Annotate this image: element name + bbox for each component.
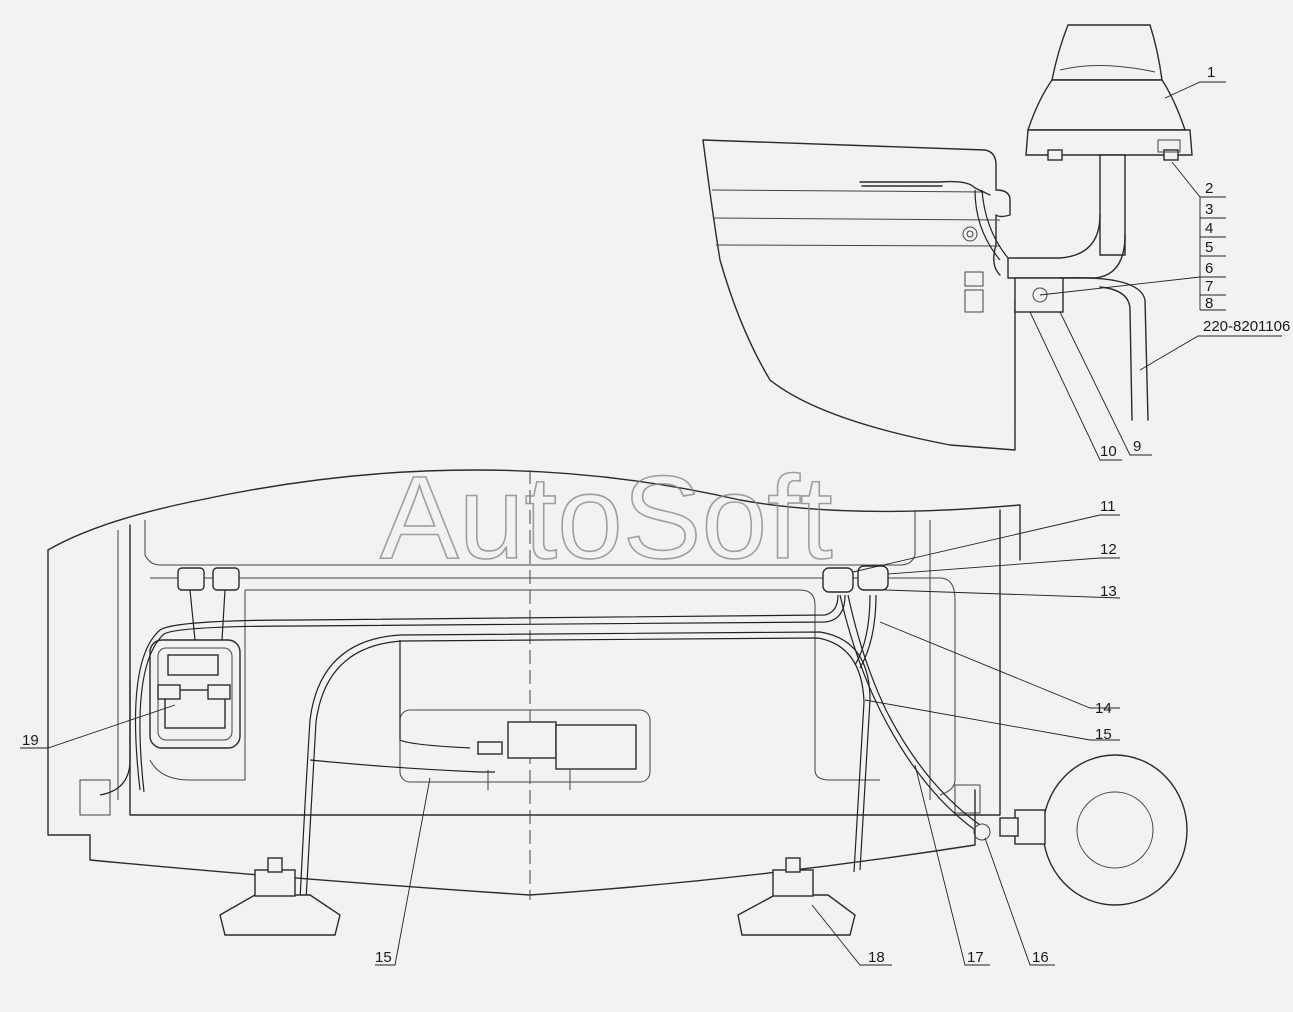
callout-3: 3 <box>1205 201 1213 218</box>
beacon-lamp <box>1007 24 1193 421</box>
callout-9: 9 <box>1133 438 1141 455</box>
callout-14: 14 <box>1095 700 1112 717</box>
callouts: 1 2 3 4 5 6 7 8 220-8201106 9 10 11 12 1… <box>20 64 1290 966</box>
relay-box <box>149 639 241 749</box>
work-lamp-right <box>737 857 856 936</box>
callout-5: 5 <box>1205 239 1213 256</box>
watermark-text: AutoSoft <box>380 452 833 584</box>
callout-16: 16 <box>1032 949 1049 966</box>
callout-2: 2 <box>1205 180 1213 197</box>
connectors-right <box>822 565 889 593</box>
callout-1: 1 <box>1207 64 1215 81</box>
callout-11: 11 <box>1100 498 1116 515</box>
connectors-left <box>177 567 240 641</box>
cab-roof-detail <box>702 139 1016 451</box>
callout-8: 8 <box>1205 295 1213 312</box>
wiring-harness <box>99 594 991 901</box>
callout-15-right: 15 <box>1095 726 1112 743</box>
callout-12: 12 <box>1100 541 1117 558</box>
callout-15-left: 15 <box>375 949 392 966</box>
control-unit <box>399 709 651 790</box>
horn <box>999 754 1188 906</box>
callout-18: 18 <box>868 949 885 966</box>
callout-10: 10 <box>1100 443 1117 460</box>
callout-19: 19 <box>22 732 39 749</box>
callout-6: 6 <box>1205 260 1213 277</box>
callout-17: 17 <box>967 949 984 966</box>
callout-13: 13 <box>1100 583 1117 600</box>
callout-7: 7 <box>1205 278 1213 295</box>
work-lamp-left <box>219 857 341 936</box>
part-reference: 220-8201106 <box>1203 318 1290 335</box>
callout-4: 4 <box>1205 220 1213 237</box>
cab-rear-panel <box>47 469 1021 900</box>
